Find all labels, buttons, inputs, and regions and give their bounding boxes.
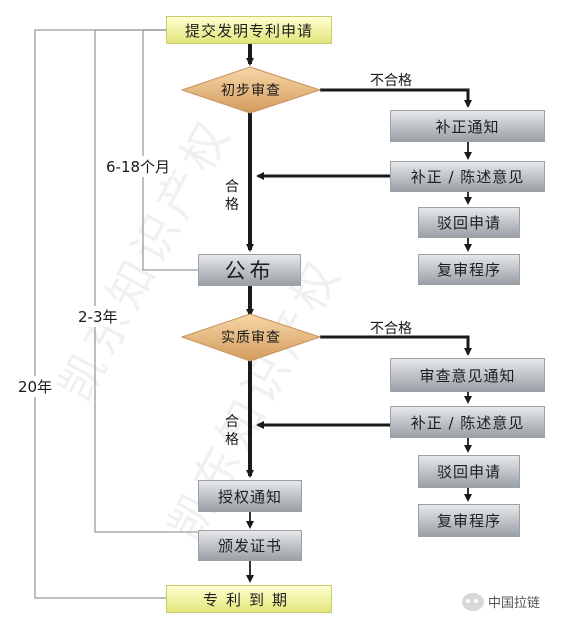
node-correct-notice: 补正通知 — [390, 110, 545, 142]
bracket-6-18-months — [142, 29, 198, 271]
node-review-1: 复审程序 — [418, 254, 520, 285]
node-publish: 公布 — [198, 254, 301, 286]
label-pass-1: 合格 — [225, 179, 239, 213]
decision-prelim-shape — [180, 66, 322, 114]
wechat-icon — [462, 592, 484, 611]
arrow-substantive-exam-notice — [320, 335, 472, 356]
source-badge-text: 中国拉链 — [488, 596, 541, 611]
bracket-2-3-years — [94, 29, 198, 533]
node-reject-2: 驳回申请 — [418, 455, 520, 488]
source-badge: 中国拉链 — [462, 592, 540, 611]
node-expire: 专利到期 — [166, 585, 332, 613]
node-review-2: 复审程序 — [418, 504, 520, 537]
span-20-years: 20年 — [16, 376, 55, 397]
span-2-3-years: 2-3年 — [76, 306, 120, 327]
node-correct-opinion-2: 补正 / 陈述意见 — [390, 406, 545, 438]
arrow-prelim-correct-notice — [320, 88, 472, 108]
label-fail-1: 不合格 — [370, 73, 412, 89]
label-fail-2: 不合格 — [370, 321, 412, 337]
node-reject-1: 驳回申请 — [418, 207, 520, 238]
node-submit: 提交发明专利申请 — [166, 16, 332, 44]
node-grant-notice: 授权通知 — [198, 480, 302, 512]
decision-substantive-label: 实质审查 — [221, 330, 281, 346]
decision-substantive-shape — [180, 313, 322, 362]
label-pass-2: 合格 — [225, 414, 239, 448]
node-exam-notice: 审查意见通知 — [390, 358, 545, 392]
node-issue-cert: 颁发证书 — [198, 530, 302, 561]
span-6-18-months: 6-18个月 — [104, 156, 173, 177]
decision-prelim-label: 初步审查 — [221, 82, 281, 99]
node-correct-opinion-1: 补正 / 陈述意见 — [390, 161, 545, 192]
